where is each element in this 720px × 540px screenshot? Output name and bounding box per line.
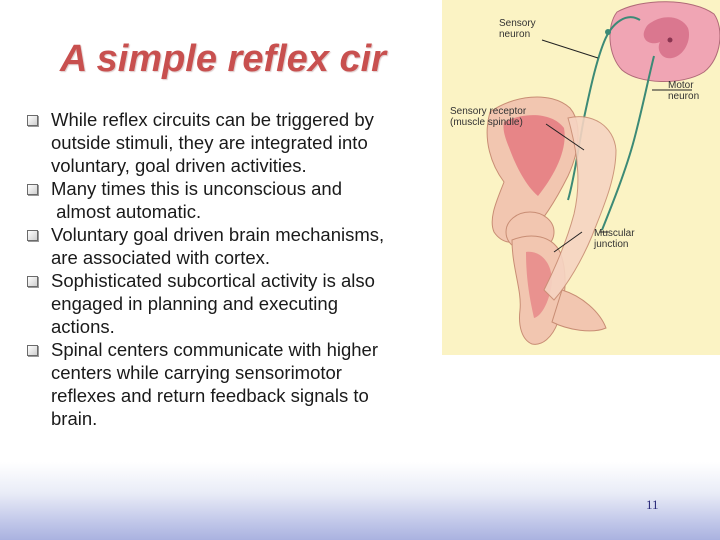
label-motor-neuron: Motor neuron [668, 80, 700, 102]
label-sensory-neuron: Sensory neuron [499, 18, 536, 40]
bullet-line: almost automatic. [51, 201, 202, 222]
spinal-cord-section [609, 1, 720, 82]
footer-gradient-band [0, 462, 720, 540]
bullet-line: voluntary, goal driven activities. [51, 155, 307, 176]
bullet-line: centers while carrying sensorimotor [51, 362, 342, 383]
bullet-line: Voluntary goal driven brain mechanisms, [51, 224, 385, 245]
bullet-line: Sophisticated subcortical activity is al… [51, 270, 375, 291]
bullet-line: Many times this is unconscious and [51, 178, 342, 199]
bullet-line: actions. [51, 316, 115, 337]
bullet-line: While reflex circuits can be triggered b… [51, 109, 374, 130]
page-number: 11 [646, 497, 659, 512]
checkbox-bullet-icon [27, 276, 38, 287]
bullet-line: are associated with cortex. [51, 247, 271, 268]
label-muscular-junction: Muscular junction [594, 228, 635, 250]
checkbox-bullet-icon [27, 115, 38, 126]
bullet-line: outside stimuli, they are integrated int… [51, 132, 368, 153]
label-sensory-receptor: Sensory receptor (muscle spindle) [450, 106, 527, 128]
bullet-line: brain. [51, 408, 98, 429]
bullet-item: Many times this is unconscious and almos… [26, 177, 446, 223]
bullet-item: Spinal centers communicate with higher c… [26, 338, 446, 430]
bullet-list: While reflex circuits can be triggered b… [26, 108, 446, 430]
bullet-line: Spinal centers communicate with higher [51, 339, 378, 360]
bullet-line: reflexes and return feedback signals to [51, 385, 369, 406]
bullet-item: Voluntary goal driven brain mechanisms, … [26, 223, 446, 269]
nerve-pathways [567, 16, 655, 231]
bullet-item: While reflex circuits can be triggered b… [26, 108, 446, 177]
bullet-item: Sophisticated subcortical activity is al… [26, 269, 446, 338]
checkbox-bullet-icon [27, 230, 38, 241]
checkbox-bullet-icon [27, 345, 38, 356]
reflex-diagram-svg [486, 1, 720, 345]
label-pointer-lines [541, 39, 692, 253]
slide-title: A simple reflex cir [60, 38, 386, 80]
leg-illustration [486, 96, 617, 345]
reflex-circuit-illustration: Sensory neuron Motor neuron Sensory rece… [442, 0, 720, 355]
bullet-line: engaged in planning and executing [51, 293, 338, 314]
checkbox-bullet-icon [27, 184, 38, 195]
